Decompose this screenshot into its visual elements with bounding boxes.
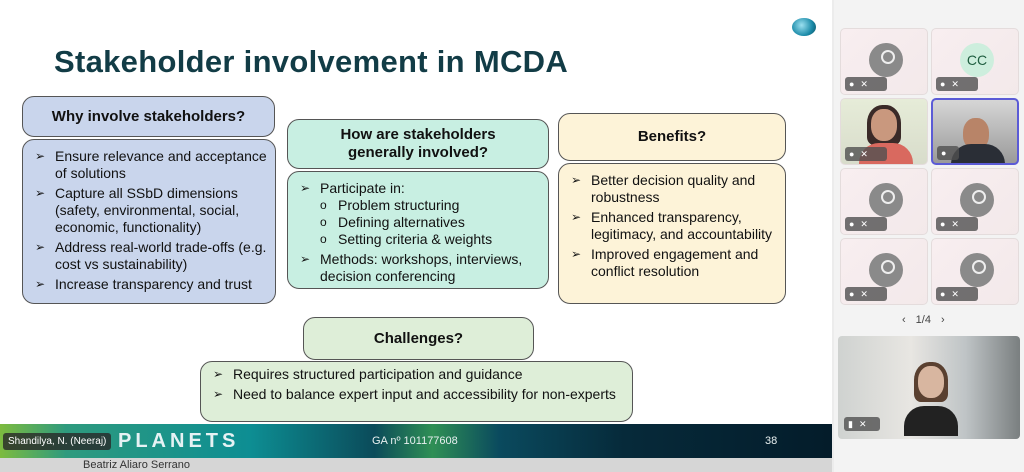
list-item: Address real-world trade-offs (e.g. cost… [35, 239, 267, 273]
mic-muted-icon: ●✕ [936, 287, 978, 301]
list-item: Requires structured participation and gu… [213, 366, 624, 383]
user-avatar-icon [869, 253, 903, 287]
page-indicator: 1/4 [915, 314, 931, 326]
avatar: CC [960, 43, 994, 77]
mic-muted-icon: ●✕ [845, 217, 887, 231]
page-number: 38 [765, 435, 778, 447]
slide-footer: PLANETS GA nº 101177608 38 [0, 424, 832, 458]
benefits-list: Better decision quality and robustness E… [558, 163, 786, 304]
mic-muted-icon: ●✕ [845, 287, 887, 301]
user-avatar-icon [960, 183, 994, 217]
next-page-button[interactable]: › [940, 314, 945, 326]
list-item: Enhanced transparency, legitimacy, and a… [571, 209, 777, 243]
participants-panel: ●✕ CC●✕ ●✕ ● ●✕ ●✕ ●✕ ●✕ ‹ 1/4 › ▮✕ [834, 0, 1024, 472]
how-list: Participate in: Problem structuring Defi… [287, 171, 549, 289]
sub-item: Problem structuring [300, 197, 540, 214]
presenter-name-badge: Shandilya, N. (Neeraj) [3, 433, 112, 450]
list-item: Methods: workshops, interviews, decision… [300, 251, 540, 285]
list-item: Improved engagement and conflict resolut… [571, 246, 777, 280]
mic-muted-icon: ●✕ [936, 77, 978, 91]
participant-tile[interactable]: ●✕ [931, 238, 1019, 305]
list-item: Increase transparency and trust [35, 276, 267, 293]
sub-item: Setting criteria & weights [300, 231, 540, 248]
mic-muted-icon: ●✕ [936, 217, 978, 231]
mic-muted-icon: ●✕ [845, 77, 887, 91]
sub-item: Defining alternatives [300, 214, 540, 231]
user-avatar-icon [869, 183, 903, 217]
planets-logo-icon [792, 18, 816, 36]
participant-tile[interactable]: CC●✕ [931, 28, 1019, 95]
participant-tile[interactable]: ●✕ [840, 238, 928, 305]
list-item: Capture all SSbD dimensions (safety, env… [35, 185, 267, 236]
participant-name: Beatriz Aliaro Serrano [83, 459, 190, 471]
grant-number: GA nº 101177608 [372, 435, 458, 447]
signal-mic-icon: ▮✕ [844, 417, 880, 431]
list-item: Participate in: [300, 180, 540, 197]
why-list: Ensure relevance and acceptance of solut… [22, 139, 276, 304]
list-item: Need to balance expert input and accessi… [213, 386, 624, 403]
participant-video-tile[interactable]: ●✕ [840, 98, 928, 165]
how-header: How are stakeholders generally involved? [287, 119, 549, 169]
slide-title: Stakeholder involvement in MCDA [54, 44, 569, 79]
shared-slide: Stakeholder involvement in MCDA Why invo… [0, 0, 832, 458]
self-video[interactable]: ▮✕ [838, 336, 1020, 439]
list-item: Better decision quality and robustness [571, 172, 777, 206]
participant-name-strip: Beatriz Aliaro Serrano [0, 458, 832, 472]
participant-tile[interactable]: ●✕ [931, 168, 1019, 235]
brand-name: PLANETS [118, 430, 240, 452]
participant-video-tile-active[interactable]: ● [931, 98, 1019, 165]
status-icon: ● [937, 146, 959, 160]
user-avatar-icon [960, 253, 994, 287]
pager: ‹ 1/4 › [902, 314, 945, 326]
mic-muted-icon: ●✕ [845, 147, 887, 161]
user-avatar-icon [869, 43, 903, 77]
participant-tile[interactable]: ●✕ [840, 168, 928, 235]
participant-tile[interactable]: ●✕ [840, 28, 928, 95]
list-item: Ensure relevance and acceptance of solut… [35, 148, 267, 182]
challenges-header: Challenges? [303, 317, 534, 360]
why-header: Why involve stakeholders? [22, 96, 275, 137]
benefits-header: Benefits? [558, 113, 786, 161]
challenges-list: Requires structured participation and gu… [200, 361, 633, 422]
prev-page-button[interactable]: ‹ [902, 314, 906, 326]
